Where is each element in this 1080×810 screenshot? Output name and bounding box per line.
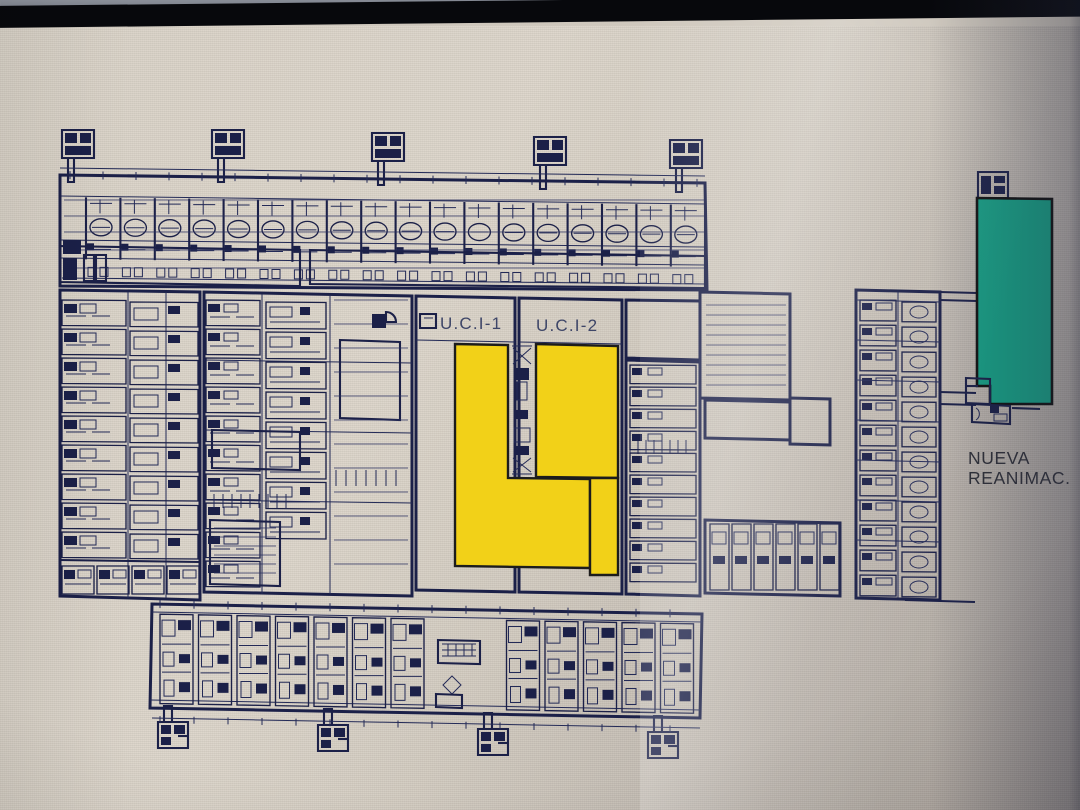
annex-lower-detail [964,376,1041,426]
north-wing [58,128,709,292]
stair-core-group-bottom [156,704,680,760]
reanimac-label-line1: NUEVA [968,448,1030,468]
uci-2-label: U.C.I-2 [536,316,598,335]
north-wing-detail [58,175,707,290]
uci-2-lower-tail [588,476,620,577]
stair-marker-group-top [60,128,704,194]
reanimacion-annex [964,170,1054,426]
south-wing-center-feature [434,638,482,710]
central-core [202,290,414,598]
uci-highlight-shape [453,342,620,577]
south-wing [148,602,704,760]
uci-1-label: U.C.I-1 [440,314,502,333]
uci-corridor-fixtures [512,345,532,475]
east-cluster [624,288,942,602]
west-wing [58,288,202,602]
reanimac-label-line2: REANIMAC. [968,468,1071,488]
reanimacion-fill [975,196,1054,406]
north-wing-module-row [84,197,698,285]
grid-ticks [69,171,698,733]
annex-connector-corridor [904,290,977,604]
uci-2-fill [534,342,620,480]
